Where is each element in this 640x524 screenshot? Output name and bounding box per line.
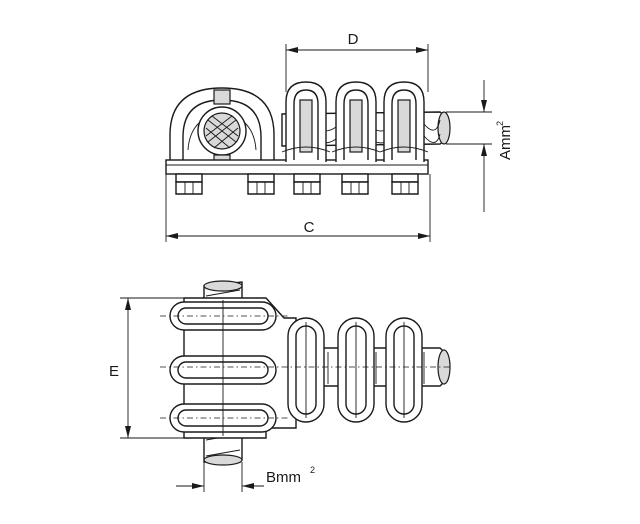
plan-loop-clamp-1 bbox=[287, 317, 325, 423]
dimension-b-label: Bmm bbox=[266, 469, 301, 486]
loop-clamp-1 bbox=[281, 81, 331, 162]
dimension-a-label: Amm bbox=[497, 125, 514, 160]
nut-3 bbox=[293, 173, 321, 195]
dimension-d: D bbox=[285, 31, 429, 92]
dimension-a-superscript: 2 bbox=[495, 121, 505, 126]
dimension-e-label: E bbox=[109, 363, 119, 380]
loop-clamp-3 bbox=[379, 81, 429, 162]
loop-clamp-2 bbox=[331, 81, 381, 162]
dimension-e: E bbox=[109, 297, 184, 439]
dimension-d-label: D bbox=[348, 31, 359, 48]
side-view: D C Amm 2 bbox=[165, 31, 514, 242]
dimension-b: Bmm 2 bbox=[176, 462, 315, 492]
plan-view: E Bmm 2 bbox=[109, 280, 452, 492]
bolt-nuts bbox=[175, 173, 419, 195]
dimension-c: C bbox=[165, 174, 431, 242]
dimension-a: Amm 2 bbox=[446, 80, 514, 212]
nut-4 bbox=[341, 173, 369, 195]
saddle-clamp bbox=[169, 87, 275, 171]
dimension-c-label: C bbox=[304, 219, 315, 236]
nut-5 bbox=[391, 173, 419, 195]
nut-2 bbox=[247, 173, 275, 195]
large-clamp-bars bbox=[169, 300, 277, 436]
dimension-b-superscript: 2 bbox=[310, 465, 315, 475]
base-plate bbox=[165, 159, 429, 175]
plan-loop-clamp-3 bbox=[385, 317, 423, 423]
plan-loop-clamp-2 bbox=[337, 317, 375, 423]
nut-1 bbox=[175, 173, 203, 195]
